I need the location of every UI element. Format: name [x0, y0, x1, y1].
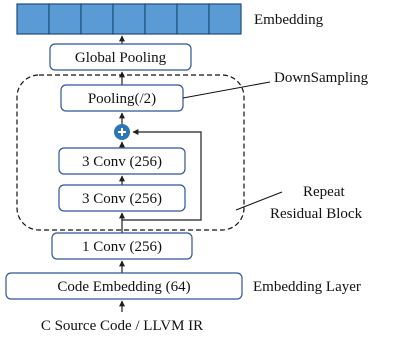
code-embedding-box: [5, 272, 243, 300]
residual-skip-arrow: [122, 129, 202, 221]
global-pooling-label: Global Pooling: [75, 50, 167, 66]
conv1-label: 1 Conv (256): [82, 239, 162, 255]
embedding-cell: [176, 3, 210, 35]
conv3-upper-box: [58, 147, 186, 175]
embedding-cell: [112, 3, 146, 35]
input-label: C Source Code / LLVM IR: [41, 318, 203, 334]
embedding-layer-label: Embedding Layer: [253, 279, 361, 295]
repeat-leader: [235, 191, 283, 211]
conv1-box: [51, 232, 193, 260]
embedding-cell: [208, 3, 242, 35]
conv3-upper-label: 3 Conv (256): [82, 154, 162, 170]
embedding-label: Embedding: [254, 12, 324, 28]
embedding-cell: [16, 3, 50, 35]
downsampling-leader: [182, 81, 271, 99]
plus-circle-icon: [114, 124, 130, 140]
embedding-cell: [48, 3, 82, 35]
embedding-cell: [144, 3, 178, 35]
embedding-cell: [80, 3, 114, 35]
repeat-block-group: [16, 74, 245, 231]
code-embedding-label: Code Embedding (64): [57, 279, 190, 295]
downsampling-label: DownSampling: [274, 70, 369, 86]
conv3-lower-label: 3 Conv (256): [82, 191, 162, 207]
repeat-label-line1: Repeat: [303, 184, 345, 200]
embedding-vector: [16, 3, 242, 35]
repeat-label-line2: Residual Block: [270, 206, 363, 222]
conv3-lower-box: [58, 184, 186, 212]
global-pooling-box: [49, 43, 192, 71]
pooling-label: Pooling(/2): [88, 91, 156, 107]
